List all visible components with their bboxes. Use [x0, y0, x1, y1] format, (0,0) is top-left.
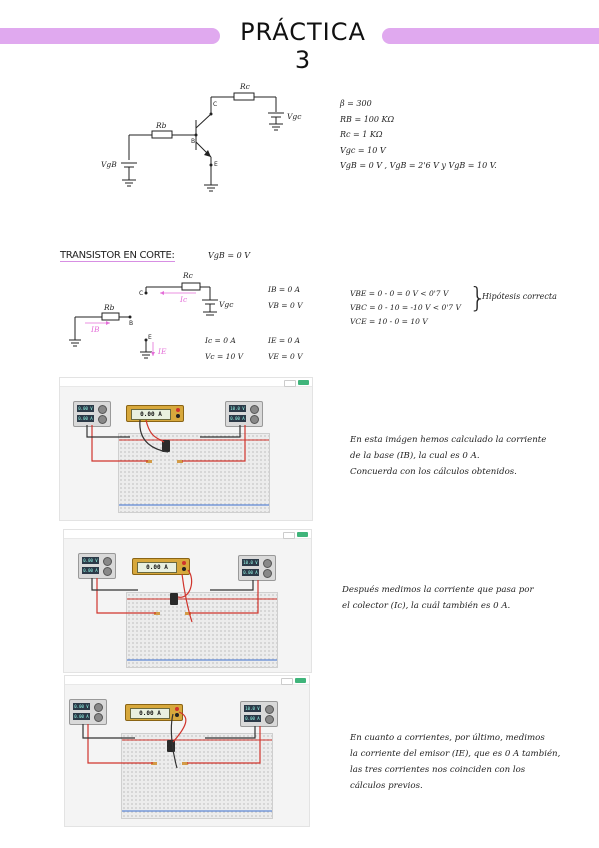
- cut-b-label: B: [129, 320, 134, 327]
- ammeter[interactable]: 0.00 A: [125, 704, 183, 721]
- psu-right-current: 0.00 A: [244, 715, 261, 722]
- vc-value: Vc = 10 V: [205, 352, 244, 361]
- cut-ie-arrow-label: IE: [158, 347, 167, 356]
- transistor[interactable]: [162, 440, 170, 452]
- sim-wires: [91, 569, 259, 623]
- sim-toolbar: [60, 378, 312, 387]
- param-vgc: Vgc = 10 V: [340, 145, 386, 155]
- ammeter[interactable]: 0.00 A: [126, 405, 184, 422]
- cut-e-label: E: [148, 334, 152, 341]
- breadboard: [126, 592, 278, 668]
- sim-run-button[interactable]: [297, 531, 308, 537]
- vce-equation: VCE = 10 - 0 = 10 V: [350, 317, 428, 326]
- psu-left-current: 0.00 A: [82, 567, 99, 574]
- sim-run-button[interactable]: [295, 677, 306, 683]
- psu-left-voltage: 0.00 V: [77, 405, 94, 412]
- power-supply-left[interactable]: 0.00 V 0.00 A: [73, 401, 111, 427]
- resistor-rc[interactable]: [182, 762, 188, 765]
- rb-label: Rb: [156, 121, 167, 130]
- ie-value: IE = 0 A: [268, 336, 301, 345]
- page-title: PRÁCTICA 3: [240, 18, 366, 74]
- psu-left-voltage: 0.00 V: [73, 703, 90, 710]
- simulation-screenshot-1: 0.00 V 0.00 A 0.00 A 10.0 V 0.00 A: [59, 377, 313, 521]
- header-band-right: [382, 28, 599, 44]
- cut-ic-arrow-label: Ic: [180, 295, 188, 304]
- psu-right-voltage: 10.0 V: [242, 559, 259, 566]
- psu-right-voltage: 10.0 V: [229, 405, 246, 412]
- description-1: En esta imágen hemos calculado la corrie…: [350, 435, 547, 477]
- param-vgb: VgB = 0 V , VgB = 2'6 V y VgB = 10 V.: [340, 161, 497, 170]
- resistor-rc[interactable]: [177, 460, 183, 463]
- resistor-rb[interactable]: [151, 762, 157, 765]
- sim-toolbar: [64, 530, 311, 539]
- ammeter[interactable]: 0.00 A: [132, 558, 190, 575]
- cut-vgc-label: Vgc: [219, 300, 234, 309]
- hypothesis-brace: }: [469, 281, 487, 314]
- ve-value: VE = 0 V: [268, 352, 303, 361]
- ammeter-reading: 0.00 A: [137, 562, 177, 573]
- psu-right-current: 0.00 A: [229, 415, 246, 422]
- psu-left-current: 0.00 A: [73, 713, 90, 720]
- vbc-equation: VBC = 0 - 10 = -10 V < 0'7 V: [350, 303, 461, 312]
- sim-wires: [86, 419, 246, 462]
- sim-run-button[interactable]: [298, 379, 309, 385]
- sim-share-button[interactable]: [283, 531, 295, 539]
- cut-ib-arrow-label: IB: [91, 325, 100, 334]
- hypothesis-label: Hipótesis correcta: [482, 292, 557, 301]
- psu-left-voltage: 0.00 V: [82, 557, 99, 564]
- power-supply-right[interactable]: 10.0 V 0.00 A: [240, 701, 278, 727]
- vbe-equation: VBE = 0 - 0 = 0 V < 0'7 V: [350, 289, 449, 298]
- transistor[interactable]: [167, 740, 175, 752]
- collector-label: C: [213, 101, 218, 108]
- power-supply-right[interactable]: 10.0 V 0.00 A: [225, 401, 263, 427]
- power-supply-right[interactable]: 10.0 V 0.00 A: [238, 555, 276, 581]
- emitter-label: E: [214, 161, 218, 168]
- section-title: TRANSISTOR EN CORTE:: [60, 250, 175, 262]
- rc-label: Rc: [240, 82, 250, 91]
- cut-rc-label: Rc: [183, 271, 193, 280]
- breadboard: [121, 733, 273, 819]
- ib-value: IB = 0 A: [268, 285, 301, 294]
- sim-share-button[interactable]: [281, 677, 293, 685]
- ammeter-reading: 0.00 A: [130, 708, 170, 719]
- sim-toolbar: [65, 676, 309, 685]
- hypothesis-block: VBE = 0 - 0 = 0 V < 0'7 V VBC = 0 - 10 =…: [350, 287, 461, 329]
- ic-value: Ic = 0 A: [205, 336, 236, 345]
- sim-share-button[interactable]: [284, 379, 296, 387]
- simulation-screenshot-3: 0.00 V 0.00 A 0.00 A 10.0 V 0.00 A: [64, 675, 310, 827]
- ammeter-reading: 0.00 A: [131, 409, 171, 420]
- sim-wires: [82, 711, 261, 769]
- description-3: En cuanto a corrientes, por último, medi…: [350, 733, 561, 791]
- description-2: Después medimos la corriente que pasa po…: [342, 585, 534, 611]
- param-beta: β = 300: [340, 99, 372, 108]
- psu-right-voltage: 10.0 V: [244, 705, 261, 712]
- power-supply-left[interactable]: 0.00 V 0.00 A: [69, 699, 107, 725]
- vgc-label: Vgc: [287, 112, 302, 121]
- psu-left-current: 0.00 A: [77, 415, 94, 422]
- psu-right-current: 0.00 A: [242, 569, 259, 576]
- parameters-list: β = 300 RB = 100 KΩ Rc = 1 KΩ Vgc = 10 V…: [340, 96, 497, 174]
- transistor[interactable]: [170, 593, 178, 605]
- section-vgb: VgB = 0 V: [208, 251, 250, 260]
- resistor-rc[interactable]: [185, 612, 191, 615]
- param-rb: RB = 100 KΩ: [340, 114, 395, 124]
- header-band-left: [0, 28, 220, 44]
- base-label: B: [191, 138, 196, 145]
- vb-value: VB = 0 V: [268, 301, 303, 310]
- param-rc: Rc = 1 KΩ: [340, 130, 383, 139]
- cut-rb-label: Rb: [104, 303, 115, 312]
- vgb-label: VgB: [101, 160, 117, 169]
- simulation-screenshot-2: 0.00 V 0.00 A 0.00 A 10.0 V 0.00 A: [63, 529, 312, 673]
- cut-c-label: C: [139, 290, 144, 297]
- resistor-rb[interactable]: [154, 612, 160, 615]
- resistor-rb[interactable]: [146, 460, 152, 463]
